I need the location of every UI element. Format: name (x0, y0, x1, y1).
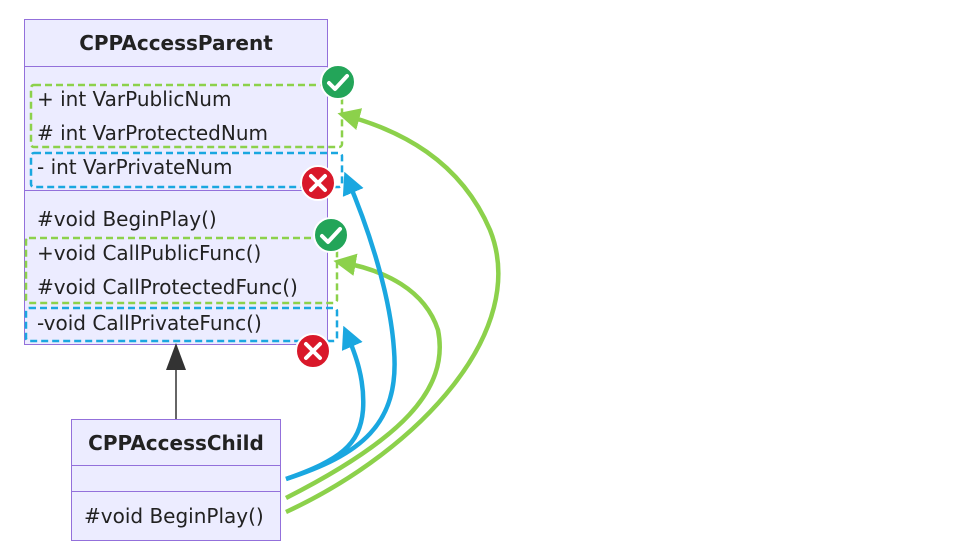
parent-methods-section: #void BeginPlay() +void CallPublicFunc()… (25, 190, 327, 344)
attribute-private: - int VarPrivateNum (37, 155, 233, 179)
parent-attributes-section: + int VarPublicNum # int VarProtectedNum… (25, 66, 327, 191)
private-attribute-group (29, 151, 344, 189)
child-attributes-section (72, 465, 280, 492)
method-protected: #void CallProtectedFunc() (37, 275, 298, 299)
arrow-to-attributes-allowed (285, 108, 501, 515)
method-private: -void CallPrivateFunc() (37, 311, 262, 335)
child-method-beginplay: #void BeginPlay() (84, 504, 264, 528)
private-method-group (24, 306, 339, 343)
arrow-to-private-method-denied (285, 325, 366, 482)
method-public: +void CallPublicFunc() (37, 241, 262, 265)
check-icon (313, 217, 349, 253)
public-protected-methods-group (24, 236, 339, 305)
cross-icon (295, 333, 331, 369)
arrow-to-private-attribute-denied (285, 171, 397, 482)
check-icon (320, 64, 356, 100)
cross-icon (300, 165, 336, 201)
arrow-to-methods-allowed (284, 253, 442, 501)
inheritance-arrowhead (166, 343, 186, 370)
child-methods-section: #void BeginPlay() (72, 491, 280, 540)
attribute-protected: # int VarProtectedNum (37, 121, 268, 145)
parent-class-box: CPPAccessParent + int VarPublicNum # int… (24, 19, 328, 345)
method-beginplay: #void BeginPlay() (37, 207, 217, 231)
public-protected-attributes-group (29, 83, 344, 149)
attribute-public: + int VarPublicNum (37, 87, 232, 111)
child-class-box: CPPAccessChild #void BeginPlay() (71, 419, 281, 541)
